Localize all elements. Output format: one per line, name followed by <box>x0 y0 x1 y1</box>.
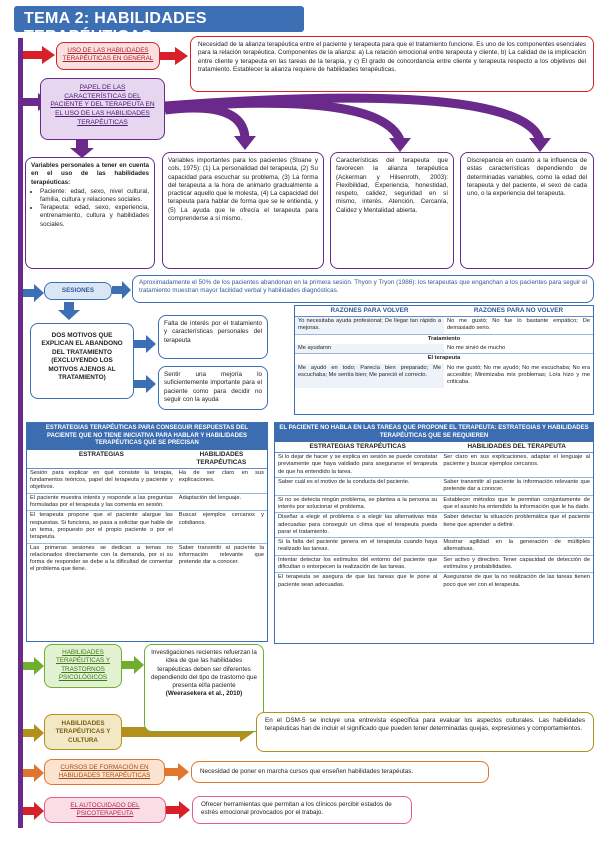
sesiones-arrow <box>23 284 44 302</box>
table-cell: El paciente muestra interés y responde a… <box>27 493 176 512</box>
autocuidado-label: EL AUTOCUIDADO DEL PSICOTERAPEUTA <box>70 802 140 818</box>
cultura-arrow <box>23 724 44 742</box>
table-cell: Saber cuál es el motivo de la conducta d… <box>275 477 441 496</box>
cultura-label-box: HABILIDADES TERAPÉUTICAS Y CULTURA <box>44 714 122 750</box>
razones-cell: No me gustó; No fue lo bastante empático… <box>444 316 593 335</box>
c1-title: Variables personales a tener en cuenta e… <box>31 162 149 186</box>
c1-item: Terapeuta: edad, sexo, experiencia, entr… <box>40 204 149 229</box>
cultura-text: En el DSM-5 se incluye una entrevista es… <box>265 717 585 733</box>
razones-cell: No me gustó; No me ayudó; No me escuchab… <box>447 364 590 386</box>
motivo-1-box: Falta de interés por el tratamiento y ca… <box>158 315 268 359</box>
cursos-text: Necesidad de poner en marcha cursos que … <box>200 768 414 775</box>
discrepancia-box: Discrepancia en cuanto a la influencia d… <box>460 152 594 269</box>
sesiones-text: Aproximadamente el 50% de los pacientes … <box>139 279 587 295</box>
trastornos-text: Investigaciones recientes refuerzan la i… <box>150 649 258 690</box>
estrategias-table: ESTRATEGIAS TERAPÉUTICAS PARA CONSEGUIR … <box>26 422 268 642</box>
trastornos-label-box: HABILIDADES TERAPÉUTICAS Y TRASTORNOS PS… <box>44 644 122 688</box>
cursos-label: CURSOS DE FORMACIÓN EN HABILIDADES TERAP… <box>58 764 151 780</box>
table-cell: Las primeras sesiones se dedican a temas… <box>30 544 173 573</box>
table-cell: Adaptación del lenguaje. <box>175 493 267 512</box>
cultura-label: HABILIDADES TERAPÉUTICAS Y CULTURA <box>55 720 111 744</box>
table-cell: Mostrar agilidad en la generación de múl… <box>440 537 593 556</box>
paciente-table-title: EL PACIENTE NO HABLA EN LAS TAREAS QUE P… <box>275 423 593 442</box>
sesiones-label-box: SESIONES <box>44 282 112 300</box>
razones-cell: Me ayudó en todo; Parecía bien preparado… <box>295 363 444 388</box>
c2-text: Variables importantes para los pacientes… <box>168 157 318 223</box>
uso-text-box: Necesidad de la alianza terapéutica entr… <box>190 36 594 92</box>
razones-subheader: Tratamiento <box>427 335 461 342</box>
estrategias-col-header: ESTRATEGIAS <box>27 449 176 469</box>
c1-item: Paciente: edad, sexo, nivel cultural, fa… <box>40 188 149 204</box>
razones-no-volver-header: RAZONES PARA NO VOLVER <box>444 306 593 318</box>
table-cell: El terapeuta propone que el paciente ala… <box>27 510 176 544</box>
table-cell: Buscar ejemplos cercanos y cotidianos. <box>175 510 267 544</box>
uso-arrow <box>23 46 55 64</box>
page-title-bar: TEMA 2: HABILIDADES TERAPÉUTICAS <box>14 6 304 45</box>
cursos-arrow <box>23 764 44 782</box>
table-cell: Establecer métodos que le permitan conju… <box>440 495 593 514</box>
page-title: TEMA 2: HABILIDADES TERAPÉUTICAS <box>24 10 207 45</box>
papel-label-box: PAPEL DE LAS CARACTERÍSTICAS DEL PACIENT… <box>40 78 165 140</box>
table-cell: El terapeuta se asegura de que las tarea… <box>278 574 438 588</box>
table-cell: Sesión para explicar en qué consiste la … <box>27 468 176 494</box>
razones-subheader: El terapeuta <box>427 355 461 362</box>
trastornos-label: HABILIDADES TERAPÉUTICAS Y TRASTORNOS PS… <box>55 649 111 681</box>
caracteristicas-terapeuta-box: Características del terapeuta que favore… <box>330 152 454 269</box>
table-cell: Saber transmitir al paciente la informac… <box>178 544 264 566</box>
sesiones-text-box: Aproximadamente el 50% de los pacientes … <box>132 275 594 303</box>
uso-label: USO DE LAS HABILIDADES TERAPÉUTICAS EN G… <box>62 47 154 63</box>
table-cell: Asegurarse de que la no realización de l… <box>443 574 590 588</box>
razones-volver-header: RAZONES PARA VOLVER <box>295 306 444 318</box>
arc-2 <box>164 98 405 143</box>
autocuidado-text: Ofrecer herramientas que permitan a los … <box>201 801 392 817</box>
uso-text-arrow <box>160 47 188 65</box>
arc-3 <box>164 93 545 142</box>
variables-personales-box: Variables personales a tener en cuenta e… <box>25 157 155 269</box>
table-cell: Saber transmitir al paciente la informac… <box>440 477 593 496</box>
autocuidado-label-box: EL AUTOCUIDADO DEL PSICOTERAPEUTA <box>44 797 166 823</box>
sesiones-label: SESIONES <box>61 287 95 294</box>
habilidades-terapeuta-header: HABILIDADES DEL TERAPEUTA <box>440 442 593 454</box>
cursos-text-box: Necesidad de poner en marcha cursos que … <box>191 761 489 783</box>
razones-cell: Yo necesitaba ayuda profesional; De lleg… <box>295 316 444 335</box>
uso-text: Necesidad de la alianza terapéutica entr… <box>198 41 586 73</box>
cursos-label-box: CURSOS DE FORMACIÓN EN HABILIDADES TERAP… <box>44 759 165 785</box>
autocuidado-arrow <box>23 802 44 820</box>
table-cell: Si lo dejar de hacer y se explica en ses… <box>275 452 441 479</box>
motivo-2: Sentir una mejoría lo suficientemente im… <box>164 371 262 403</box>
trastornos-text-box: Investigaciones recientes refuerzan la i… <box>144 644 264 732</box>
table-cell: Saber detectar la situación problemática… <box>440 512 593 539</box>
motivos-label-box: DOS MOTIVOS QUE EXPLICAN EL ABANDONO DEL… <box>30 323 134 399</box>
motivos-label: DOS MOTIVOS QUE EXPLICAN EL ABANDONO DEL… <box>41 332 123 382</box>
table-cell: Diseñar a elegir el problema o a elegir … <box>275 512 441 539</box>
trastornos-arrow <box>23 657 44 675</box>
trastornos-cite: (Weerasekera et al., 2010) <box>165 690 243 698</box>
motivo-1: Falta de interés por el tratamiento y ca… <box>164 320 262 344</box>
razones-table: RAZONES PARA VOLVER RAZONES PARA NO VOLV… <box>294 305 594 415</box>
table-cell: Si la falta del paciente genera en el te… <box>275 537 441 556</box>
autocuidado-text-box: Ofrecer herramientas que permitan a los … <box>192 796 412 824</box>
razones-cell: Me ayudaron <box>295 344 444 355</box>
estrategias-terapeuticas-header: ESTRATEGIAS TERAPÉUTICAS <box>275 442 441 454</box>
c3-text: Características del terapeuta que favore… <box>336 157 448 214</box>
table-cell: Ser claro en sus explicaciones, adaptar … <box>440 452 593 479</box>
table-cell: Intentar detectar los estímulos del ento… <box>275 555 441 574</box>
variables-importantes-box: Variables importantes para los pacientes… <box>162 152 324 269</box>
uso-label-box: USO DE LAS HABILIDADES TERAPÉUTICAS EN G… <box>56 42 160 70</box>
motivo-2-box: Sentir una mejoría lo suficientemente im… <box>158 366 268 410</box>
table-cell: Ha de ser claro en sus explicaciones. <box>175 468 267 494</box>
cultura-text-box: En el DSM-5 se incluye una entrevista es… <box>256 712 594 752</box>
table-cell: Ser activo y directivo. Tener capacidad … <box>440 555 593 574</box>
habilidades-col-header: HABILIDADES TERAPÉUTICAS <box>175 449 267 469</box>
table-cell: Si no se detecta ningún problema, se pla… <box>275 495 441 514</box>
arc-1 <box>164 103 250 141</box>
vertical-connector-line <box>18 38 23 828</box>
razones-cell: No me sirvió de mucho <box>444 344 593 355</box>
papel-label: PAPEL DE LAS CARACTERÍSTICAS DEL PACIENT… <box>50 84 155 126</box>
down-arrow-c1 <box>70 140 94 158</box>
estrategias-table-title: ESTRATEGIAS TERAPÉUTICAS PARA CONSEGUIR … <box>27 423 267 450</box>
paciente-no-habla-table: EL PACIENTE NO HABLA EN LAS TAREAS QUE P… <box>274 422 594 644</box>
c4-text: Discrepancia en cuanto a la influencia d… <box>467 157 587 198</box>
